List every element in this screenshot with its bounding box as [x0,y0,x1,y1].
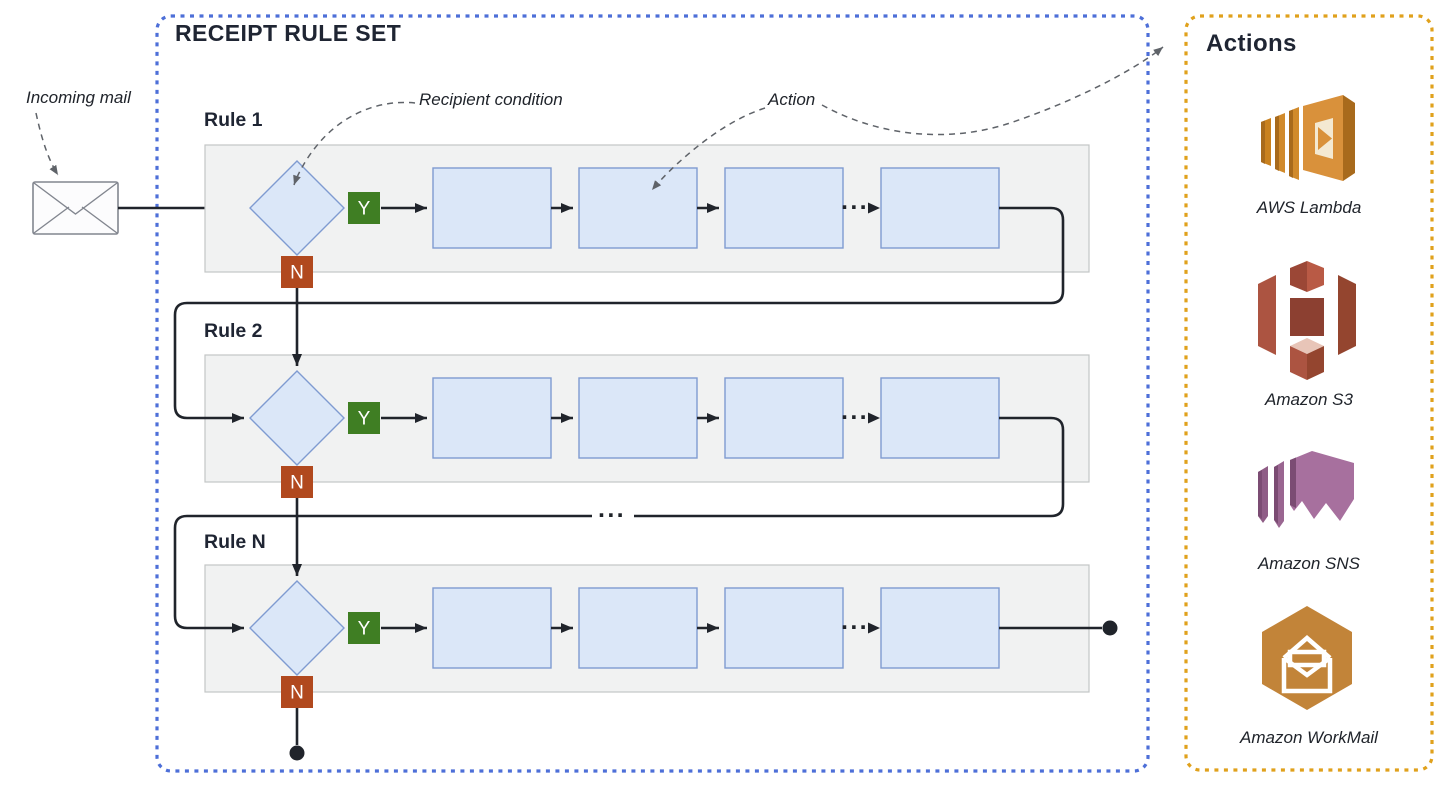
receipt-rule-set-title: RECEIPT RULE SET [175,20,402,46]
rule-n-action-box [880,587,1000,669]
action-leader-line [651,107,766,191]
aws-lambda-icon [1261,95,1355,181]
action-arrowhead [868,202,880,214]
rule-n-action-box [578,587,698,669]
rule-n-action-box [432,587,552,669]
action-arrowhead [868,412,880,424]
yes-badge [348,612,380,644]
incoming-mail-leader-line [35,112,59,176]
rule-1-loopback-line [173,206,1065,423]
end-terminal-dot [1102,620,1118,636]
amazon-s3-caption: Amazon S3 [1265,390,1353,409]
rule-2-row: ··· Y N [204,354,1090,498]
rule-n-recipient-condition-diamond [249,580,345,676]
yes-badge [348,192,380,224]
rule-1-action-box [578,167,698,249]
rule-1-action-box [880,167,1000,249]
recipient-condition-label: Recipient condition [419,90,563,109]
rule-1-label: Rule 1 [204,109,263,131]
more-actions-ellipsis: ··· [841,194,869,222]
rule-n-label: Rule N [204,531,266,553]
rule-1-row: ··· Y N [204,144,1090,288]
no-badge [281,466,313,498]
more-rules-ellipsis: ··· [598,502,626,530]
recipient-condition-leader-line [293,101,416,186]
yes-badge [348,402,380,434]
no-badge-label: N [290,473,304,494]
incoming-mail-label: Incoming mail [26,88,131,107]
rule-2-recipient-condition-diamond [249,370,345,466]
yes-badge-label: Y [358,199,371,220]
more-actions-ellipsis: ··· [841,614,869,642]
more-actions-ellipsis: ··· [841,404,869,432]
amazon-workmail-caption: Amazon WorkMail [1240,728,1378,747]
rule-1-action-box [432,167,552,249]
rule-1-recipient-condition-diamond [249,160,345,256]
no-badge-label: N [290,263,304,284]
action-label: Action [768,90,816,109]
rule-2-label: Rule 2 [204,320,263,342]
action-arrowhead [868,622,880,634]
yes-badge-label: Y [358,409,371,430]
no-badge [281,256,313,288]
rule-2-action-box [578,377,698,459]
rule-1-action-box [724,167,844,249]
aws-lambda-caption: AWS Lambda [1256,198,1362,217]
yes-badge-label: Y [358,619,371,640]
rule-2-action-box [724,377,844,459]
actions-panel-title: Actions [1206,30,1297,57]
rule-2-loopback-line-continued [173,514,592,633]
rule-2-loopback-line [634,416,1065,518]
amazon-s3-icon [1258,261,1356,380]
amazon-workmail-icon [1262,606,1352,710]
no-badge-label: N [290,683,304,704]
no-badge [281,676,313,708]
end-terminal-dot [289,745,305,761]
rule-2-action-box [432,377,552,459]
incoming-mail-icon [32,181,119,235]
amazon-sns-caption: Amazon SNS [1257,554,1361,573]
rule-2-action-box [880,377,1000,459]
amazon-sns-icon [1258,451,1354,528]
rule-n-action-box [724,587,844,669]
receipt-rule-set-panel-border [155,14,1150,773]
action-to-actions-panel-leader-line [821,46,1164,136]
rule-n-row: ··· Y N [204,564,1090,708]
